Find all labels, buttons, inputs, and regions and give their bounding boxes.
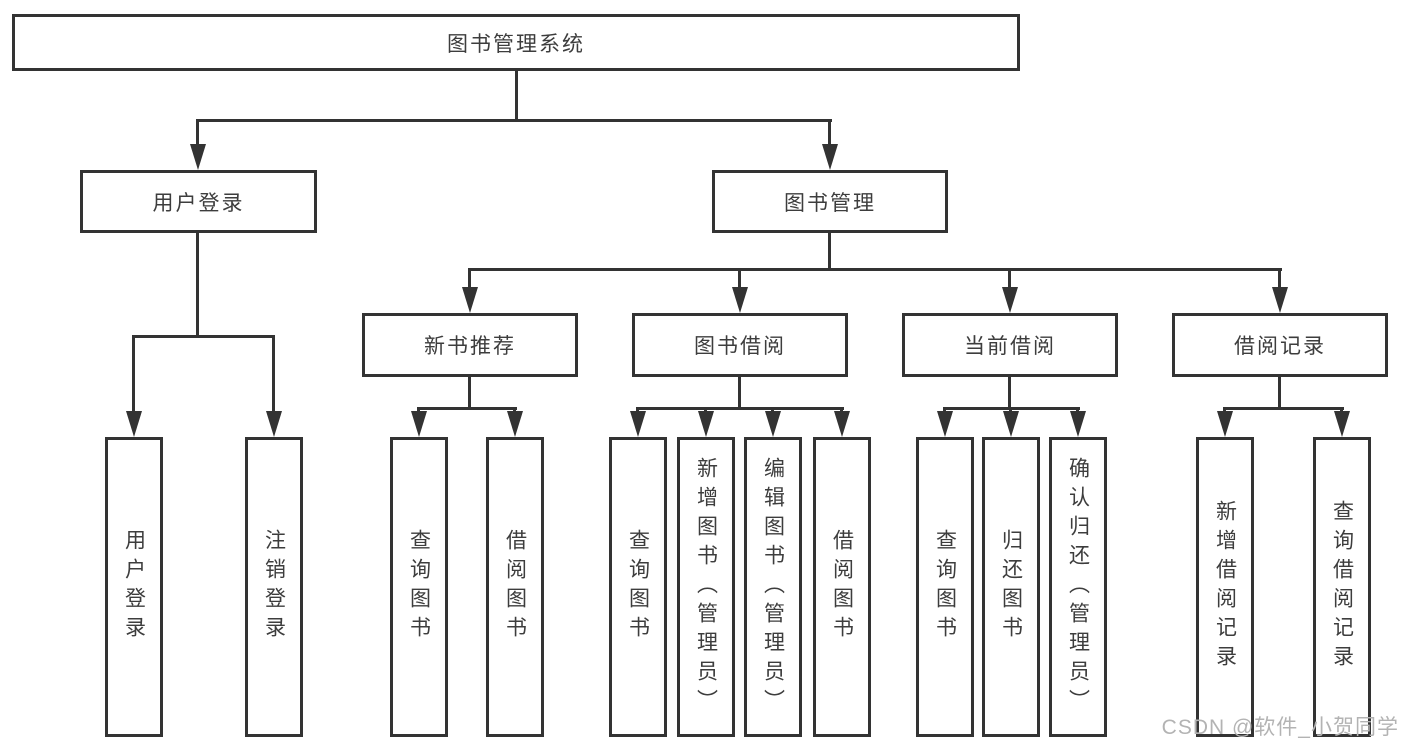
node-book-management-label: 图书管理 <box>784 191 876 215</box>
node-leaf-return-books-label: 归还图书 <box>999 529 1023 645</box>
connector-drop-user-login <box>196 119 199 147</box>
arrowhead-borrow-records-icon <box>1272 287 1288 313</box>
node-user-login-label: 用户登录 <box>152 191 245 215</box>
node-leaf-query-books-current: 查询图书 <box>916 437 974 737</box>
watermark-text: CSDN @软件_小贺同学 <box>1161 716 1399 739</box>
node-leaf-query-borrow-record: 查询借阅记录 <box>1313 437 1371 737</box>
arrowhead-leaf-icon <box>698 411 714 437</box>
connector-drop-book-borrow <box>738 268 741 290</box>
arrowhead-user-login-icon <box>190 144 206 170</box>
node-leaf-query-books-current-label: 查询图书 <box>933 529 957 645</box>
connector-drop-logout-leaf <box>272 335 275 415</box>
node-leaf-query-books-borrow-label: 查询图书 <box>626 529 650 645</box>
node-leaf-borrow-books-recommend-label: 借阅图书 <box>503 529 527 645</box>
arrowhead-leaf-icon <box>630 411 646 437</box>
arrowhead-book-borrow-icon <box>732 287 748 313</box>
node-book-management: 图书管理 <box>712 170 948 233</box>
connector-level2-bar <box>196 119 832 122</box>
node-leaf-query-books-recommend: 查询图书 <box>390 437 448 737</box>
node-leaf-return-books: 归还图书 <box>982 437 1040 737</box>
arrowhead-leaf-icon <box>765 411 781 437</box>
node-leaf-logout: 注销登录 <box>245 437 303 737</box>
arrowhead-leaf-icon <box>1003 411 1019 437</box>
arrowhead-book-management-icon <box>822 144 838 170</box>
connector-modules-bar <box>468 268 1282 271</box>
node-leaf-edit-book-admin-label: 编辑图书（管理员） <box>761 456 785 718</box>
arrowhead-leaf-icon <box>1217 411 1233 437</box>
arrowhead-logout-leaf-icon <box>266 411 282 437</box>
arrowhead-leaf-icon <box>411 411 427 437</box>
arrowhead-new-book-icon <box>462 287 478 313</box>
arrowhead-leaf-icon <box>937 411 953 437</box>
node-leaf-query-borrow-record-label: 查询借阅记录 <box>1330 500 1354 674</box>
node-library-system: 图书管理系统 <box>12 14 1020 71</box>
node-borrow-records-label: 借阅记录 <box>1234 335 1326 358</box>
arrowhead-login-leaf-icon <box>126 411 142 437</box>
node-current-borrow-label: 当前借阅 <box>964 335 1056 358</box>
node-leaf-add-borrow-record-label: 新增借阅记录 <box>1213 500 1237 674</box>
connector-drop-current-borrow <box>1008 268 1011 290</box>
node-leaf-confirm-return-admin: 确认归还（管理员） <box>1049 437 1107 737</box>
node-leaf-logout-label: 注销登录 <box>262 529 286 645</box>
node-borrow-records: 借阅记录 <box>1172 313 1388 377</box>
connector-user-login-bar <box>132 335 275 338</box>
node-leaf-edit-book-admin: 编辑图书（管理员） <box>744 437 802 737</box>
connector-borrow-records-bar <box>1223 407 1344 410</box>
node-leaf-user-login: 用户登录 <box>105 437 163 737</box>
arrowhead-leaf-icon <box>1070 411 1086 437</box>
node-book-borrow: 图书借阅 <box>632 313 848 377</box>
connector-book-borrow-bar <box>636 407 844 410</box>
connector-book-management-stem <box>828 233 831 271</box>
node-current-borrow: 当前借阅 <box>902 313 1118 377</box>
connector-borrow-records-stem <box>1278 377 1281 409</box>
node-leaf-borrow-books-recommend: 借阅图书 <box>486 437 544 737</box>
connector-drop-login-leaf <box>132 335 135 415</box>
arrowhead-leaf-icon <box>834 411 850 437</box>
connector-new-book-bar <box>417 407 517 410</box>
connector-current-borrow-stem <box>1008 377 1011 409</box>
connector-user-login-stem <box>196 233 199 337</box>
arrowhead-current-borrow-icon <box>1002 287 1018 313</box>
node-new-book-recommend-label: 新书推荐 <box>424 335 516 358</box>
node-leaf-add-book-admin: 新增图书（管理员） <box>677 437 735 737</box>
node-book-borrow-label: 图书借阅 <box>694 335 786 358</box>
connector-drop-new-book <box>468 268 471 290</box>
node-leaf-user-login-label: 用户登录 <box>122 529 146 645</box>
connector-root-stem <box>515 71 518 121</box>
node-leaf-query-books-recommend-label: 查询图书 <box>407 529 431 645</box>
connector-new-book-stem <box>468 377 471 409</box>
arrowhead-leaf-icon <box>507 411 523 437</box>
connector-drop-book-management <box>828 119 831 147</box>
node-library-system-label: 图书管理系统 <box>447 32 585 56</box>
node-new-book-recommend: 新书推荐 <box>362 313 578 377</box>
node-leaf-confirm-return-admin-label: 确认归还（管理员） <box>1066 456 1090 718</box>
node-leaf-add-book-admin-label: 新增图书（管理员） <box>694 456 718 718</box>
node-leaf-query-books-borrow: 查询图书 <box>609 437 667 737</box>
node-leaf-add-borrow-record: 新增借阅记录 <box>1196 437 1254 737</box>
connector-drop-borrow-records <box>1278 268 1281 290</box>
node-leaf-borrow-books: 借阅图书 <box>813 437 871 737</box>
arrowhead-leaf-icon <box>1334 411 1350 437</box>
node-user-login: 用户登录 <box>80 170 317 233</box>
node-leaf-borrow-books-label: 借阅图书 <box>830 529 854 645</box>
connector-book-borrow-stem <box>738 377 741 409</box>
